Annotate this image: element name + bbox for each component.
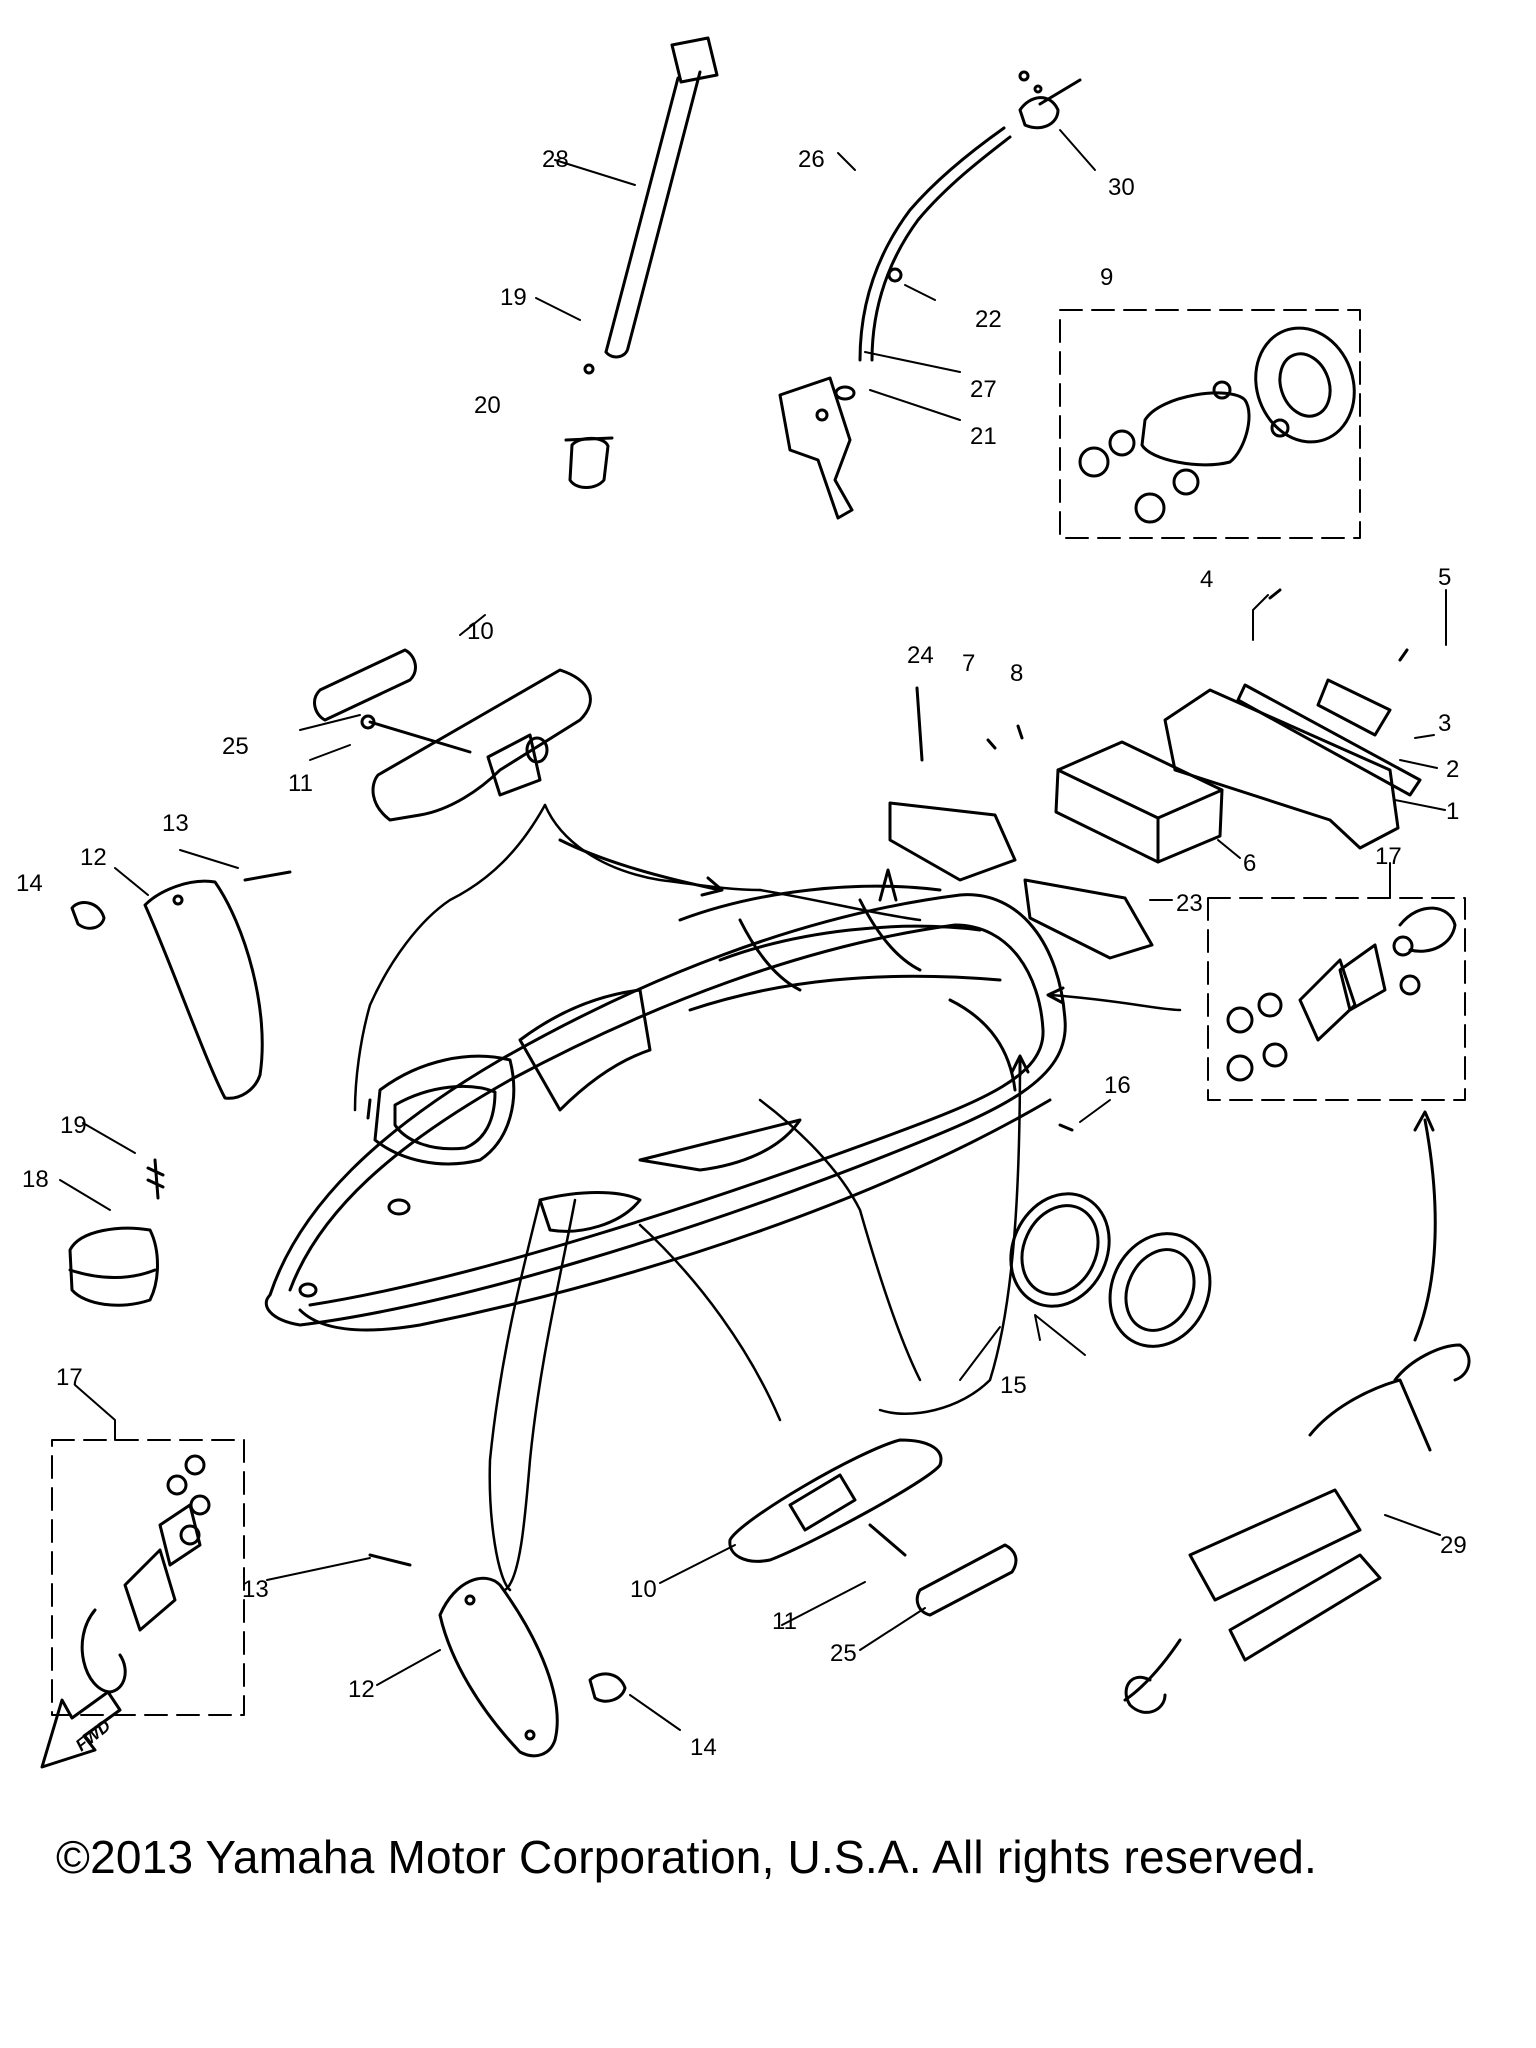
callout-16: 16	[1104, 1072, 1131, 1099]
part-24-bolt	[915, 686, 924, 762]
callout-2: 2	[1446, 756, 1460, 783]
part-23-pad	[888, 801, 1154, 960]
callout-14-top: 14	[16, 870, 43, 897]
part-29-tie-down	[1123, 1343, 1471, 1714]
part-16-screw	[1058, 1123, 1074, 1132]
part-28-pole	[604, 36, 719, 359]
connection-lines	[353, 803, 1182, 1592]
callout-30: 30	[1108, 174, 1135, 201]
part-7-8-fasteners	[986, 724, 1024, 750]
copyright-notice: ©2013 Yamaha Motor Corporation, U.S.A. A…	[56, 1831, 1318, 1883]
callout-8: 8	[1010, 660, 1024, 687]
fwd-arrow	[40, 1690, 122, 1769]
callout-15: 15	[1000, 1372, 1027, 1399]
callout-19-left: 19	[60, 1112, 87, 1139]
callout-17-right: 17	[1375, 843, 1402, 870]
callout-13-top: 13	[162, 810, 189, 837]
callout-28: 28	[542, 146, 569, 173]
callout-13-bottom: 13	[242, 1576, 269, 1603]
part-10-handle-bottom	[728, 1438, 943, 1563]
callout-20: 20	[474, 392, 501, 419]
callout-25-bottom: 25	[830, 1640, 857, 1667]
hull-deck	[264, 868, 1067, 1332]
callout-17-left: 17	[56, 1364, 83, 1391]
callout-22: 22	[975, 306, 1002, 333]
part-25-pad-top	[313, 648, 417, 722]
callout-1: 1	[1446, 798, 1460, 825]
callout-3: 3	[1438, 710, 1452, 737]
callout-21: 21	[970, 423, 997, 450]
part-21-fitting	[778, 376, 856, 520]
callout-19-top: 19	[500, 284, 527, 311]
leader-lines	[59, 129, 1447, 1731]
callout-6: 6	[1243, 850, 1257, 877]
callout-10-top: 10	[467, 618, 494, 645]
part-12-grip-bottom	[438, 1576, 559, 1758]
part-18-cap	[68, 1226, 159, 1307]
callout-12-top: 12	[80, 844, 107, 871]
parts-4-5-screws	[1268, 588, 1409, 662]
part-20-base	[564, 436, 614, 489]
callout-25-top: 25	[222, 733, 249, 760]
part-14-nut-top	[70, 901, 106, 930]
part-11-bolt-bottom	[868, 1523, 907, 1557]
callout-9: 9	[1100, 264, 1114, 291]
part-26-hose	[858, 126, 1012, 362]
callout-5: 5	[1438, 564, 1452, 591]
part-9-cleat	[1078, 326, 1356, 524]
part-10-handle-top	[371, 668, 592, 822]
part-6-box	[1054, 740, 1224, 864]
part-17-kit-right-box	[1207, 897, 1466, 1101]
callout-14-bottom: 14	[690, 1734, 717, 1761]
arrows	[366, 838, 1437, 1342]
callout-23: 23	[1176, 890, 1203, 917]
callout-7: 7	[962, 650, 976, 677]
part-22-screw	[887, 267, 903, 283]
part-11-bolt-top	[360, 714, 472, 754]
part-19-screw-left	[146, 1158, 165, 1200]
callout-29: 29	[1440, 1532, 1467, 1559]
callout-11-bottom: 11	[772, 1608, 797, 1635]
part-17-kit-left-box	[51, 1439, 245, 1716]
callout-11-top: 11	[288, 770, 313, 797]
part-1-3-rail	[1163, 678, 1422, 850]
part-13-screw-bottom	[368, 1553, 412, 1567]
callout-24: 24	[907, 642, 934, 669]
callout-12-bottom: 12	[348, 1676, 375, 1703]
callout-27: 27	[970, 376, 997, 403]
part-15-rings	[1009, 1192, 1212, 1348]
part-12-grip-left	[143, 879, 264, 1100]
part-30-clip	[1018, 70, 1082, 130]
part-13-screw-top	[243, 870, 292, 882]
part-9-kit-box	[1059, 309, 1361, 539]
part-19-screw-top	[583, 363, 595, 375]
callout-10-bottom: 10	[630, 1576, 657, 1603]
callout-18: 18	[22, 1166, 49, 1193]
part-25-pad-bottom	[915, 1543, 1018, 1617]
callout-26: 26	[798, 146, 825, 173]
part-17-kit-right	[1226, 906, 1457, 1082]
part-14-nut-bottom	[588, 1672, 627, 1703]
callout-4: 4	[1200, 566, 1214, 593]
part-17-kit-left	[80, 1454, 211, 1694]
